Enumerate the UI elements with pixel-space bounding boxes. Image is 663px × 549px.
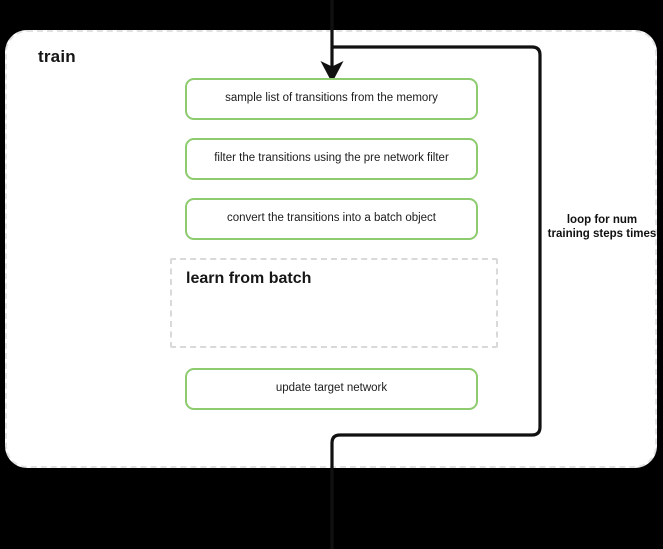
learn-from-batch-container[interactable]: learn from batch (170, 258, 498, 348)
learn-from-batch-title: learn from batch (186, 270, 312, 287)
step-label: update target network (275, 382, 388, 395)
step-box-convert[interactable]: convert the transitions into a batch obj… (185, 198, 478, 240)
step-box-update-target-network[interactable]: update target network (185, 368, 478, 410)
train-title: train (38, 47, 76, 66)
loop-annotation-label: loop for num training steps times (547, 214, 657, 241)
step-label: sample list of transitions from the memo… (225, 92, 438, 105)
step-box-filter[interactable]: filter the transitions using the pre net… (185, 138, 478, 180)
step-label: filter the transitions using the pre net… (214, 152, 449, 165)
step-box-sample[interactable]: sample list of transitions from the memo… (185, 78, 478, 120)
step-label: convert the transitions into a batch obj… (226, 212, 437, 225)
